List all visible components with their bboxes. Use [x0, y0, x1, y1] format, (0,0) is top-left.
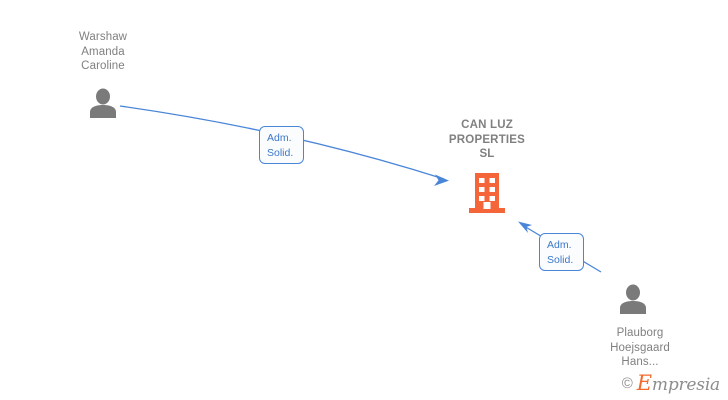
person-icon — [620, 284, 646, 314]
node-label-plauborg-hoejsgaard-hans: Plauborg Hoejsgaard Hans... — [610, 327, 670, 368]
edge-plauborg-arrowhead — [518, 221, 532, 233]
node-person-warshaw-amanda-caroline[interactable] — [87, 88, 119, 118]
relation-label-adm-solid-plauborg[interactable]: Adm. Solid. — [539, 233, 584, 271]
edge-warshaw-arrowhead — [434, 174, 449, 186]
copyright-icon: © — [621, 375, 633, 392]
node-label-can-luz-properties-sl: CAN LUZ PROPERTIES SL — [448, 119, 526, 160]
node-company-can-luz-properties-sl[interactable] — [469, 173, 505, 213]
node-person-plauborg-hoejsgaard-hans[interactable] — [617, 284, 649, 314]
relation-label-adm-solid-warshaw[interactable]: Adm. Solid. — [259, 126, 304, 164]
empresia-watermark: © Empresia — [622, 373, 720, 394]
person-icon — [90, 88, 116, 118]
empresia-logo-text: Empresia — [637, 373, 720, 394]
empresia-logo-initial: E — [636, 371, 652, 395]
empresia-logo-rest: mpresia — [651, 375, 720, 395]
node-label-warshaw-amanda-caroline: Warshaw Amanda Caroline — [78, 31, 128, 72]
building-icon — [469, 173, 505, 213]
